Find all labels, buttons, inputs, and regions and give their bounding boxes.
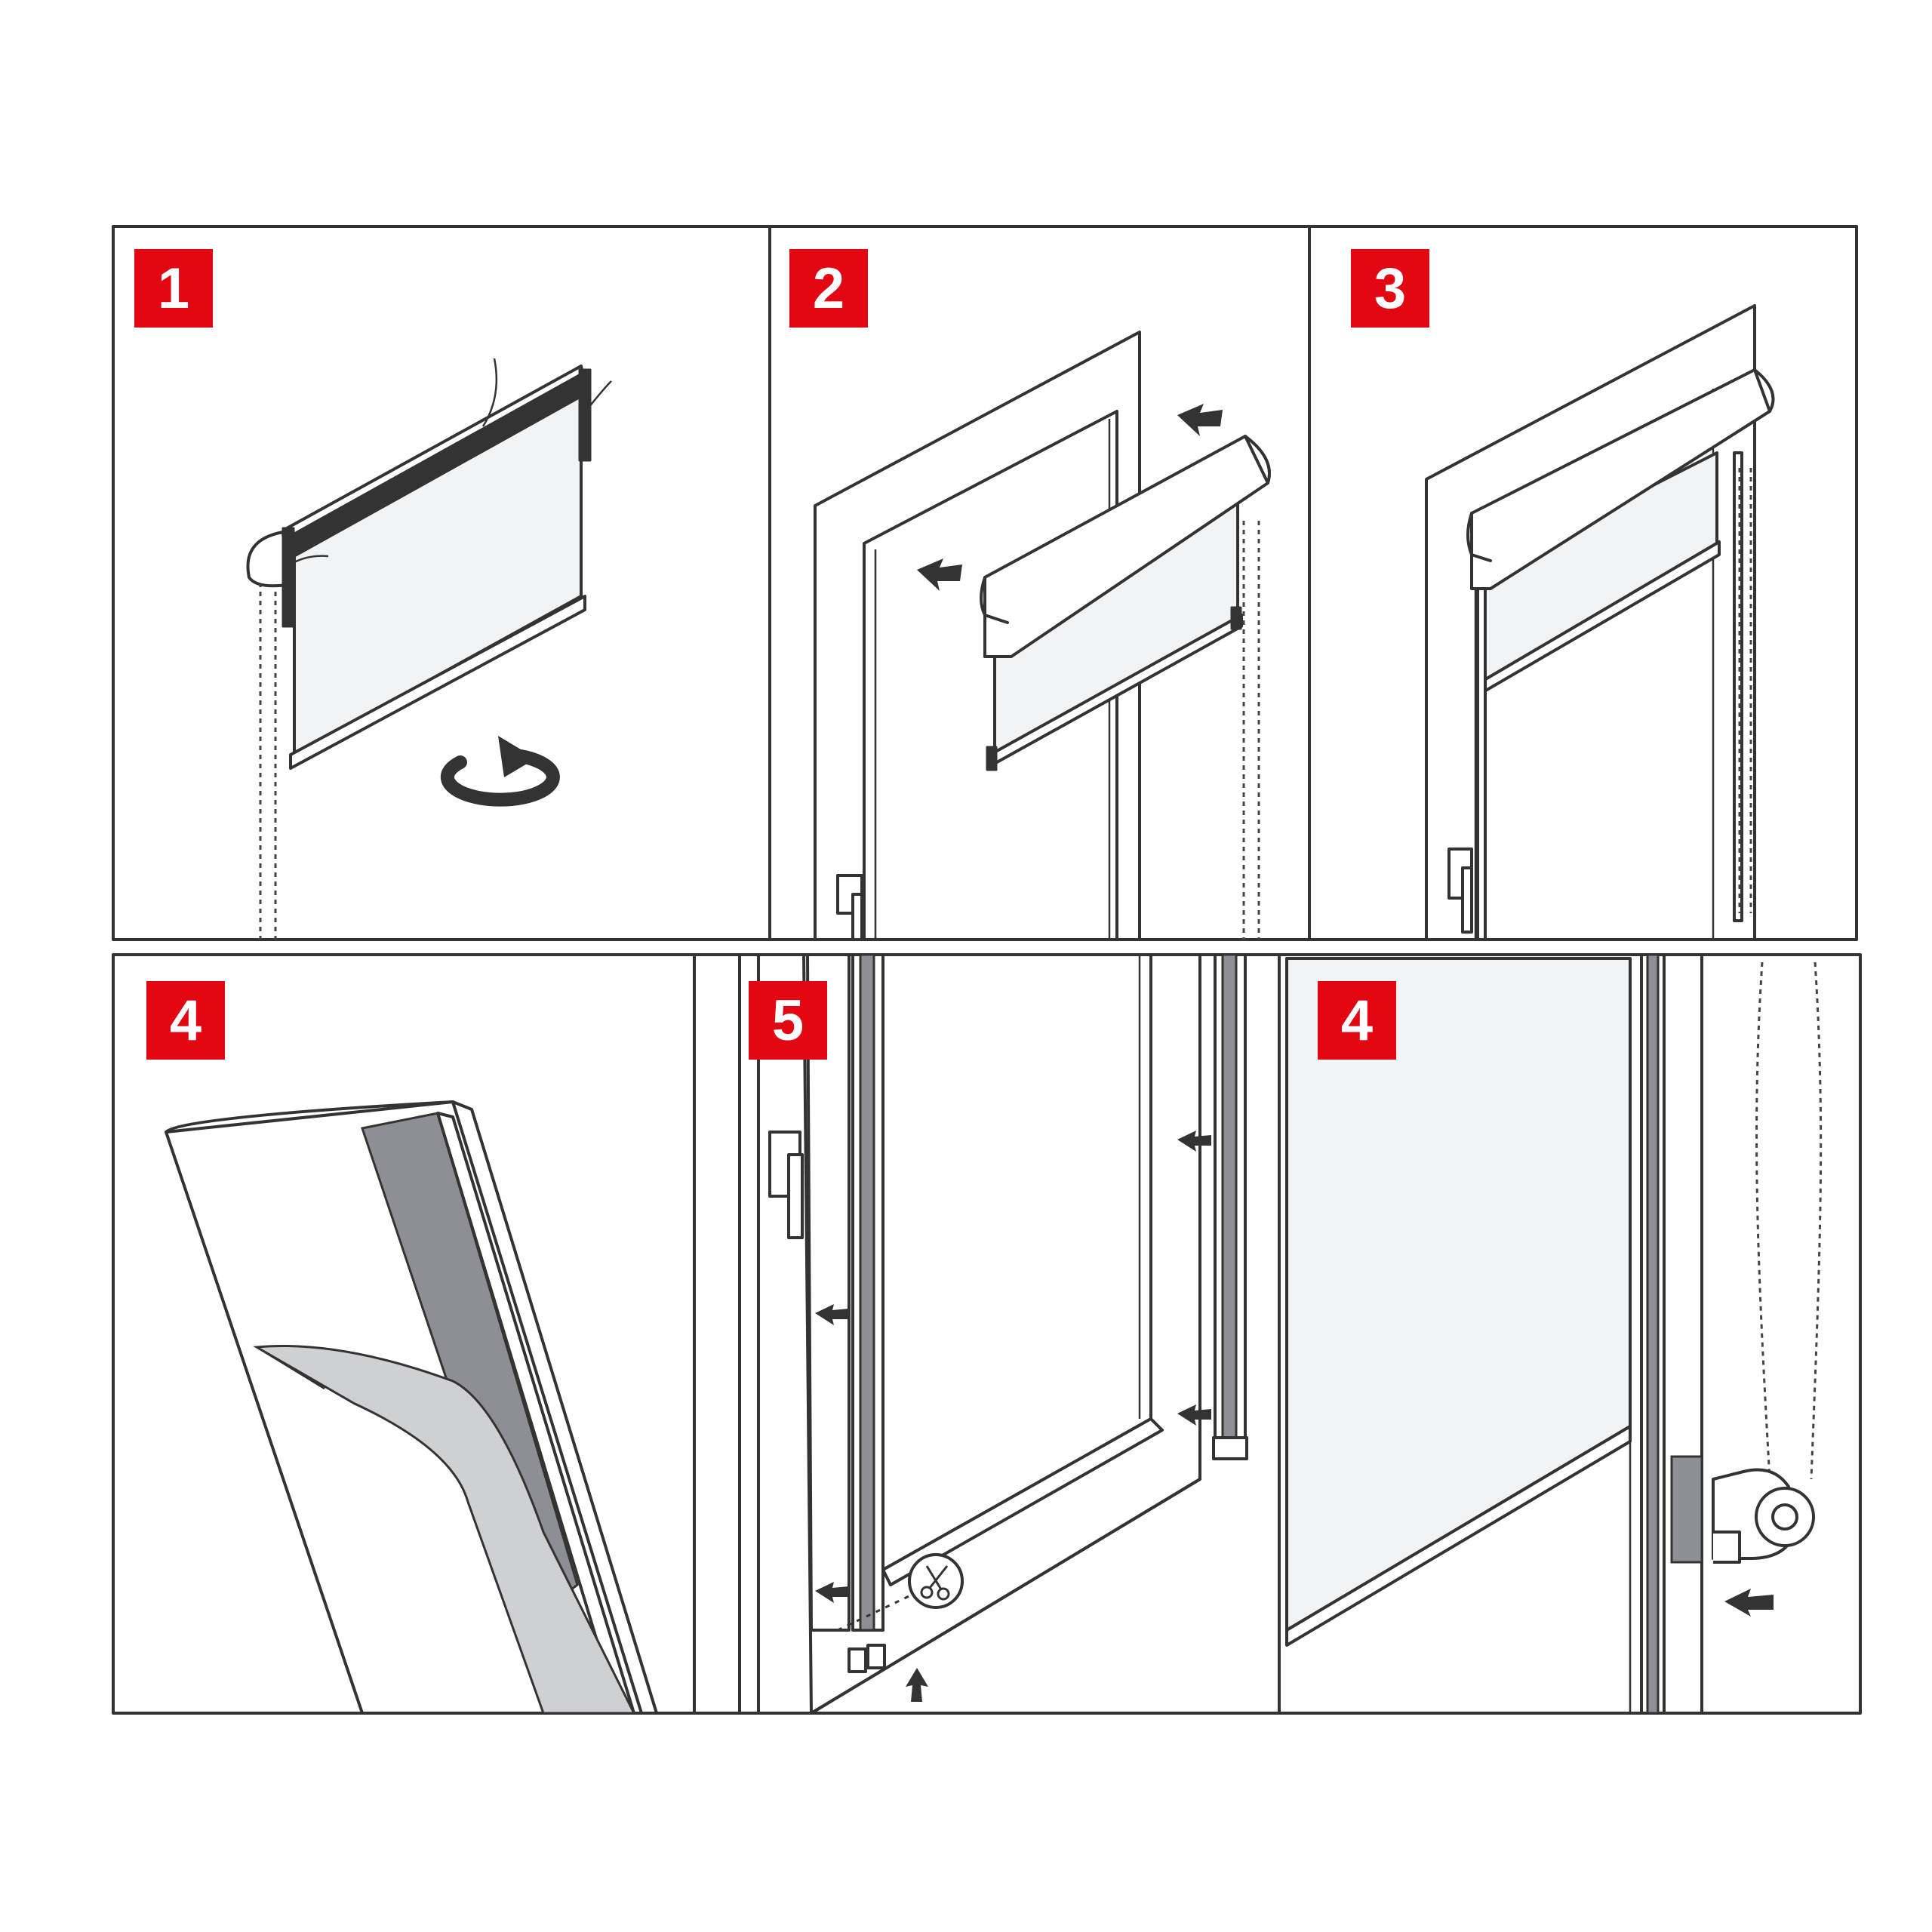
side-bracket	[580, 370, 590, 460]
chain-tensioner	[1713, 1470, 1814, 1563]
window-handle-lever	[853, 894, 862, 940]
window-handle-lever	[1463, 868, 1472, 932]
step-number: 4	[1341, 989, 1373, 1053]
step-number: 5	[772, 989, 804, 1053]
side-guide	[1478, 574, 1485, 940]
rail-clip	[849, 1649, 866, 1672]
rail-clip	[868, 1645, 884, 1668]
push-arrow-icon	[906, 1668, 928, 1702]
step-number: 1	[158, 257, 189, 321]
end-cap	[248, 532, 287, 586]
step-badge-1: 1	[134, 249, 213, 328]
step-badge-4a: 4	[146, 981, 225, 1060]
rail-end	[987, 747, 996, 770]
push-arrow-icon	[1177, 404, 1223, 436]
rotate-arrow-icon	[448, 736, 553, 800]
panel-5-illustration	[740, 955, 1247, 1713]
panel-3-illustration	[1426, 306, 1774, 940]
step-number: 2	[813, 257, 844, 321]
panel-2-illustration	[815, 332, 1269, 940]
push-arrow-icon	[1724, 1589, 1774, 1617]
rail-end	[1232, 608, 1241, 629]
guide-rail-channel	[1223, 955, 1236, 1449]
step-badge-3: 3	[1351, 249, 1429, 328]
step-badge-5: 5	[749, 981, 827, 1060]
guide-rail-channel	[1647, 955, 1658, 1713]
bead-chain	[1811, 962, 1821, 1479]
rail-end-cap	[1214, 1438, 1247, 1459]
guide-rail-channel	[860, 955, 874, 1630]
step-badge-4b: 4	[1318, 981, 1396, 1060]
adhesive-pad	[1672, 1457, 1702, 1562]
bead-chain	[1757, 962, 1770, 1479]
liner-strip	[589, 381, 611, 408]
window-handle-lever	[789, 1155, 802, 1238]
panel-1-illustration	[248, 358, 611, 940]
step-number: 4	[170, 989, 202, 1053]
side-bracket	[283, 528, 294, 626]
panel-4a-illustration	[166, 1102, 657, 1713]
step-number: 3	[1374, 257, 1406, 321]
panel-4b-illustration	[1287, 955, 1821, 1713]
step-badge-2: 2	[789, 249, 868, 328]
scissors-icon	[909, 1555, 962, 1607]
